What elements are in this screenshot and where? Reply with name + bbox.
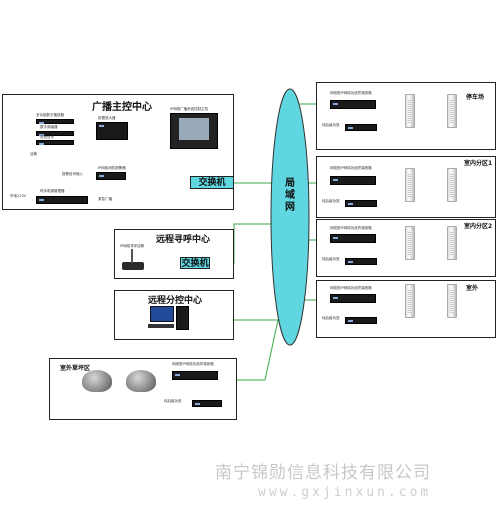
zone-terminal-label: 网络型IP网络功放终端音箱 [330, 286, 372, 290]
zone-name-outdoor: 室外 [466, 285, 479, 292]
zone-amp-label: 纯后级功放 [322, 199, 340, 203]
broadcast-control-center-title: 广播主控中心 [92, 102, 152, 113]
tuner-device [36, 131, 74, 136]
control-host-device [170, 113, 218, 149]
column-speaker-icon [405, 94, 415, 128]
watermark-url: www.gxjinxun.com [258, 485, 432, 500]
zone-terminal-device [330, 234, 376, 243]
outdoor-amp-label: 纯后级功放 [164, 399, 182, 403]
lan-label: 局域网 [285, 178, 295, 213]
pc-tower-icon [176, 306, 189, 330]
rock-speaker-icon [82, 370, 112, 392]
outdoor-lawn-title: 室外草坪区 [60, 365, 91, 372]
digital-player-label: 多功能数字播放器 [36, 113, 64, 117]
audio-signal-device [36, 140, 74, 145]
column-speaker-icon [405, 284, 415, 318]
preamplifier-label: 前置放大器 [98, 116, 116, 120]
column-speaker-icon [447, 226, 457, 260]
fire-alarm-label: IP网络消防报警器 [98, 166, 126, 170]
column-speaker-icon [447, 168, 457, 202]
zone-name-indoor-1: 室内分区1 [464, 160, 493, 167]
zone-terminal-device [330, 294, 376, 303]
zone-amp-device [345, 124, 377, 131]
zone-amp-label: 纯后级功放 [322, 123, 340, 127]
emergency-broadcast-label: 紧急广播 [98, 197, 112, 201]
paging-mic-label: IP网络寻呼话筒 [120, 244, 145, 248]
mains-power-label: 市电220V [10, 194, 27, 198]
rock-speaker-icon [126, 370, 156, 392]
zone-amp-device [345, 317, 377, 324]
zone-name-indoor-2: 室内分区2 [464, 223, 493, 230]
column-speaker-icon [447, 94, 457, 128]
power-sequencer-device [36, 196, 88, 204]
zone-terminal-device [330, 100, 376, 109]
center-switch: 交换机 [190, 176, 234, 189]
alarm-input-label: 报警信号输入 [62, 172, 83, 176]
zone-amp-label: 纯后级功放 [322, 257, 340, 261]
remote-center-title: 远程分控中心 [148, 296, 203, 306]
zone-amp-device [345, 200, 377, 207]
outdoor-amp-device [192, 400, 222, 407]
fire-alarm-device [96, 172, 126, 180]
pc-keyboard-icon [148, 324, 174, 328]
zone-amp-label: 纯后级功放 [322, 316, 340, 320]
control-host-screen [179, 118, 209, 140]
paging-microphone-stem [131, 249, 133, 263]
zone-amp-device [345, 258, 377, 265]
outdoor-terminal-label: 网络型IP网络功放终端音箱 [172, 362, 214, 366]
paging-center-panel [114, 229, 234, 279]
column-speaker-icon [405, 168, 415, 202]
column-speaker-icon [405, 226, 415, 260]
watermark-company: 南宁锦勋信息科技有限公司 [215, 463, 431, 483]
control-host-label: IP网络广播系统控制主机 [170, 107, 209, 111]
zone-terminal-device [330, 176, 376, 185]
column-speaker-icon [447, 284, 457, 318]
digital-player-device [36, 119, 74, 124]
pc-monitor-icon [150, 306, 174, 322]
remote-center-panel [114, 290, 234, 340]
paging-center-title: 远程寻呼中心 [156, 235, 211, 245]
tuner-label: 数字调谐器 [40, 125, 58, 129]
zone-name-parking: 停车场 [466, 94, 485, 101]
microphone-label: 话筒 [30, 152, 37, 156]
paging-microphone-icon [122, 262, 144, 270]
paging-switch: 交换机 [180, 257, 210, 269]
power-sequencer-label: 时序电源管理器 [40, 189, 65, 193]
zone-terminal-label: 网络型IP网络功放终端音箱 [330, 91, 372, 95]
zone-terminal-label: 网络型IP网络功放终端音箱 [330, 166, 372, 170]
preamplifier-device [96, 122, 128, 140]
outdoor-terminal-device [172, 371, 218, 380]
audio-signal-label: 语音信号 [40, 135, 54, 139]
zone-terminal-label: 网络型IP网络功放终端音箱 [330, 226, 372, 230]
